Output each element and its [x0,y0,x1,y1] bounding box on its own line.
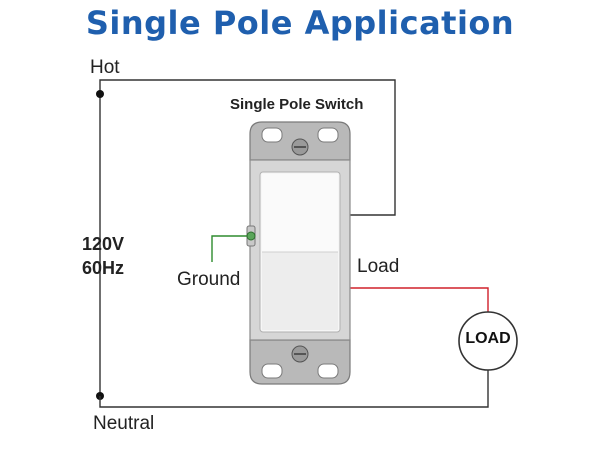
neutral-wire [99,370,489,408]
switch-body [249,159,351,341]
load-wire-label: Load [357,256,400,277]
voltage-rating: 120V 60Hz [78,232,128,280]
ground-label: Ground [177,269,241,290]
load-circle [458,311,518,371]
hot-label: Hot [90,57,120,78]
switch-strap-top [249,121,351,161]
voltage-label: 120V [81,234,125,254]
hot-terminal-dot [96,90,104,98]
switch-strap-bottom [249,339,351,385]
load-device-label: LOAD [465,330,511,347]
neutral-label: Neutral [93,413,155,434]
ground-screw [246,225,256,247]
hot-wire [99,79,396,216]
load-wire [349,287,489,312]
switch-name-label: Single Pole Switch [230,96,364,113]
page-title: Single Pole Application [85,4,515,42]
frequency-label: 60Hz [81,258,125,278]
ground-wire [211,235,250,262]
